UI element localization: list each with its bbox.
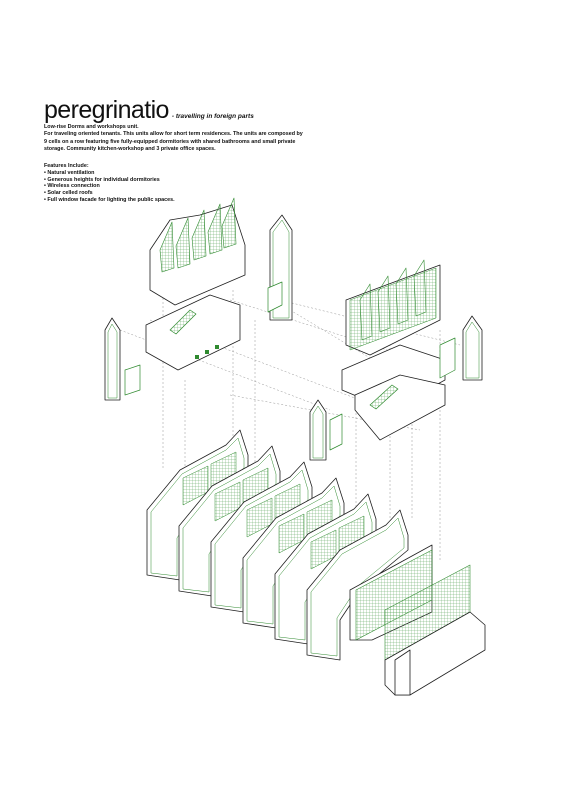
roof-fin <box>159 221 175 273</box>
gable-inner-outline <box>310 517 405 657</box>
fixture <box>205 350 209 354</box>
page-title: peregrinatio <box>44 96 169 124</box>
gable-inner-outline <box>246 485 341 625</box>
roof-fin <box>395 267 409 325</box>
gable-panel-inner <box>107 323 118 399</box>
gable-inner-outline <box>150 437 245 577</box>
feature-item: • Full window facade for lighting the pu… <box>44 196 175 203</box>
description: Low-rise Dorms and workshops unit. For t… <box>44 124 344 154</box>
roof-fin <box>221 197 237 249</box>
feature-item: • Wireless connection <box>44 183 100 190</box>
fixture <box>215 345 219 349</box>
door-panel <box>329 413 343 451</box>
page-subtitle: - travelling in foreign parts <box>171 113 254 120</box>
gable-panel-inner <box>465 321 480 379</box>
feature-item: • Natural ventilation <box>44 169 95 176</box>
end-block-side <box>394 649 411 696</box>
description-line: storage. Community kitchen-workshop and … <box>44 146 216 153</box>
roof-fin <box>207 203 223 255</box>
gable-panel <box>462 315 483 381</box>
gable-module <box>306 509 409 661</box>
roof-fin <box>377 275 391 333</box>
gable-panel-inner <box>312 405 324 459</box>
gable-inner-outline <box>182 453 277 593</box>
floor-plate-left <box>145 294 241 371</box>
title-row: peregrinatio- travelling in foreign part… <box>44 96 254 125</box>
gable-inner-outline <box>214 469 309 609</box>
door-panel <box>267 281 283 313</box>
roof-fin <box>191 209 207 261</box>
gable-panel-inner <box>272 219 290 319</box>
feature-item: • Solar celled roofs <box>44 190 93 197</box>
description-line: For traveling oriented tenants. This uni… <box>44 131 303 138</box>
stair <box>369 384 399 410</box>
floor-plate-right <box>354 374 446 441</box>
fixture <box>195 355 199 359</box>
description-line: 9 cells on a row featuring five fully-eq… <box>44 138 296 145</box>
gable-inner-outline <box>278 501 373 641</box>
door-panel <box>124 364 141 396</box>
door-panel <box>439 337 456 379</box>
roof-fin <box>359 283 373 341</box>
description-line: Low-rise Dorms and workshops unit. <box>44 124 139 130</box>
features-list: Features Include: • Natural ventilation … <box>44 163 344 204</box>
feature-item: • Generous heights for individual dormit… <box>44 176 160 183</box>
features-heading: Features Include: <box>44 163 89 169</box>
gable-panel <box>309 399 327 461</box>
roof-fin <box>175 217 191 269</box>
roof-fin <box>413 259 427 317</box>
stair <box>169 309 197 335</box>
gable-panel <box>104 317 121 401</box>
